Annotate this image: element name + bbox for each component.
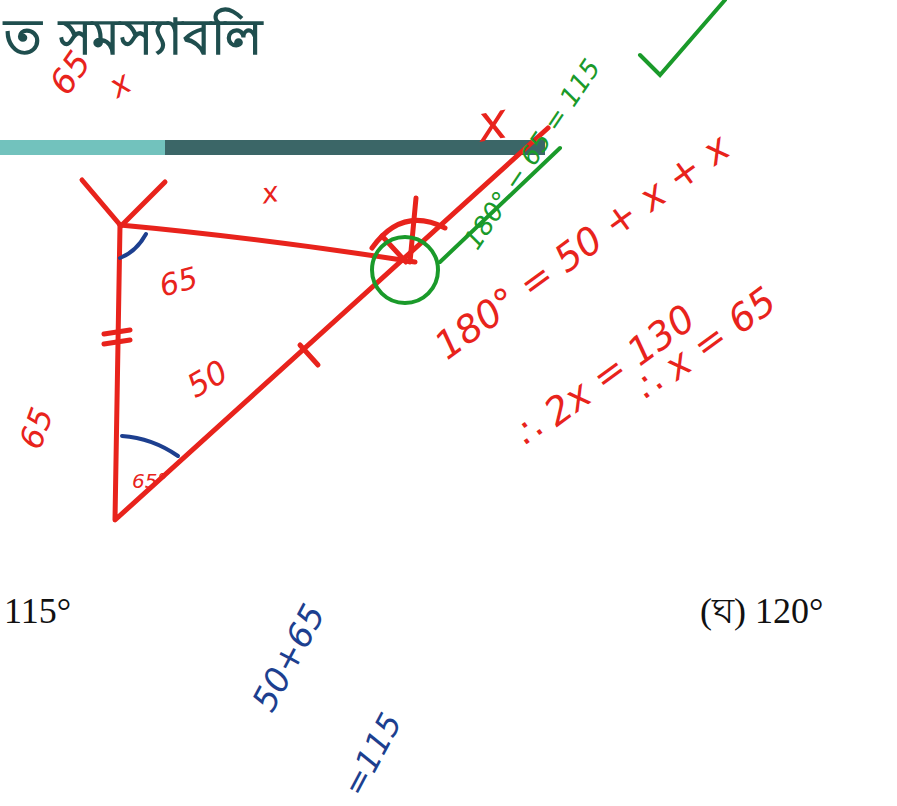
angle-variable: x bbox=[259, 177, 281, 210]
angle-value: 65 bbox=[156, 261, 201, 303]
angle-value: 65° bbox=[132, 470, 167, 492]
angle-variable: x bbox=[103, 65, 137, 105]
slide-heading: ত সমস্যাবলি bbox=[4, 10, 262, 65]
header-bar-light bbox=[0, 140, 165, 155]
angle-arc-bottom bbox=[122, 436, 178, 456]
angle-circle bbox=[372, 237, 438, 303]
equal-ticks bbox=[104, 330, 130, 344]
option-text: (ঘ) 120° bbox=[700, 592, 823, 632]
check-mark bbox=[640, 0, 725, 75]
side-tick bbox=[300, 345, 318, 365]
working-note: =115 bbox=[336, 708, 408, 802]
option-text: 115° bbox=[4, 592, 71, 632]
triangle-cevian bbox=[120, 225, 415, 262]
side-value: 50 bbox=[181, 354, 234, 405]
angle-arc-top bbox=[120, 234, 146, 258]
side-value: 65 bbox=[13, 403, 60, 453]
extended-lines bbox=[82, 180, 165, 226]
angle-marks bbox=[382, 198, 416, 262]
working-note: 50+65 bbox=[245, 598, 332, 717]
